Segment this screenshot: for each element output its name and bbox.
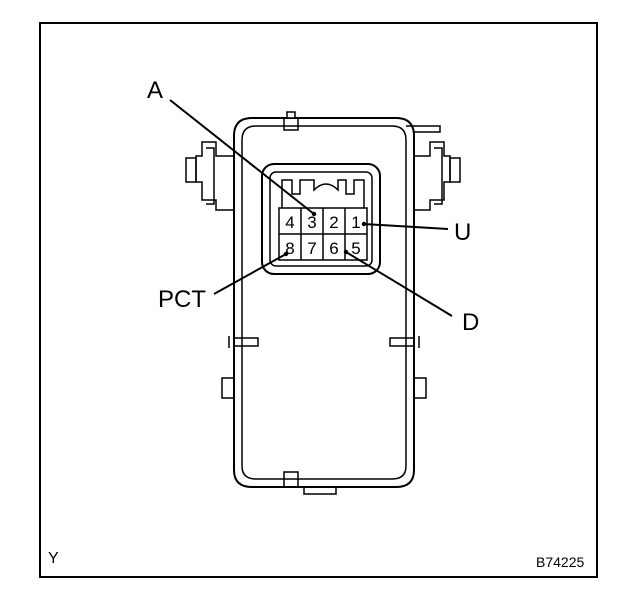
pin-3: 3 — [307, 213, 316, 232]
label-u: U — [454, 219, 471, 246]
leader-line-a — [169, 99, 315, 215]
diagram-frame — [39, 22, 598, 578]
left-latch — [185, 141, 234, 211]
label-d: D — [462, 309, 479, 336]
leader-line-d — [345, 251, 453, 317]
connector-body-outline — [233, 117, 415, 488]
pin-4: 4 — [285, 213, 294, 232]
leader-line-pct — [213, 253, 287, 295]
pin-2: 2 — [329, 213, 338, 232]
pin-8: 8 — [285, 239, 294, 258]
figure-code-left: Y — [48, 550, 59, 567]
top-notch — [283, 111, 299, 131]
leader-dot-u — [361, 221, 367, 227]
pin-7: 7 — [307, 239, 316, 258]
leader-line-u — [363, 223, 449, 230]
housing-lock-tabs — [281, 179, 365, 208]
connector-body-inner-outline — [241, 125, 407, 480]
bottom-notch — [283, 471, 337, 495]
connector-housing-inner — [269, 171, 373, 267]
pin-1: 1 — [351, 213, 360, 232]
pin-5: 5 — [351, 239, 360, 258]
leader-dot-a — [311, 211, 317, 217]
figure-code-right: B74225 — [536, 554, 585, 570]
pin-grid — [278, 207, 368, 261]
connector-housing — [261, 163, 381, 275]
leader-dot-pct — [283, 251, 289, 257]
leader-dot-d — [343, 249, 349, 255]
label-a: A — [147, 77, 163, 104]
right-top-bracket — [406, 125, 441, 133]
middle-side-tabs — [228, 336, 420, 348]
right-latch — [414, 141, 461, 211]
lower-side-bumps — [221, 377, 427, 399]
label-pct: PCT — [158, 286, 206, 313]
pin-6: 6 — [329, 239, 338, 258]
